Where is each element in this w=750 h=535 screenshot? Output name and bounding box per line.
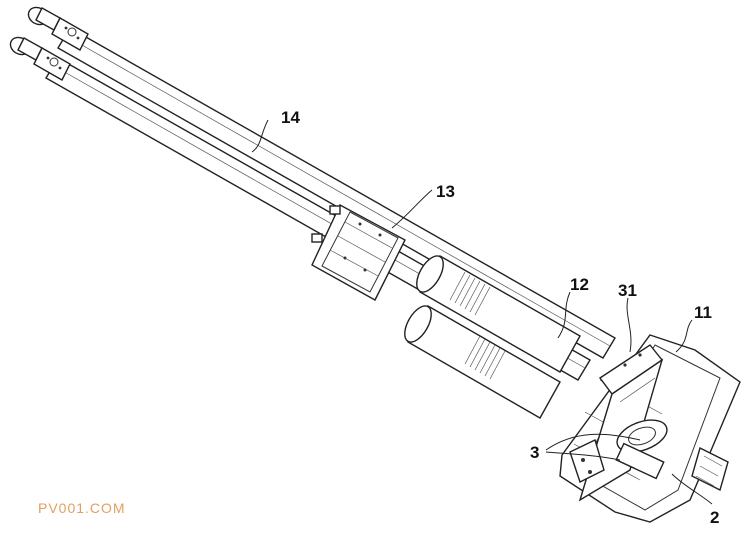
leader-13 — [391, 189, 433, 229]
upper-end-cap — [27, 6, 89, 51]
callout-12: 12 — [570, 275, 589, 294]
lower-cylinder — [404, 305, 561, 419]
leader-31 — [626, 297, 632, 353]
callout-2: 2 — [710, 508, 719, 527]
leader-14 — [251, 119, 269, 153]
leader-2 — [671, 473, 713, 505]
leader-3a — [545, 433, 641, 451]
callout-13: 13 — [436, 182, 455, 201]
leader-12 — [557, 291, 571, 339]
callout-11: 11 — [694, 303, 712, 322]
upper-cylinder — [416, 255, 581, 373]
middle-bracket — [311, 204, 406, 301]
callout-3: 3 — [530, 443, 539, 462]
leader-11 — [675, 319, 693, 353]
callout-31: 31 — [618, 281, 637, 300]
drive-assembly — [569, 419, 668, 483]
watermark: PV001.COM — [38, 500, 126, 516]
lower-end-cap — [9, 36, 71, 81]
motor — [691, 446, 729, 492]
upper-tube — [57, 27, 616, 359]
leader-3b — [545, 451, 621, 461]
callout-14: 14 — [281, 108, 300, 127]
